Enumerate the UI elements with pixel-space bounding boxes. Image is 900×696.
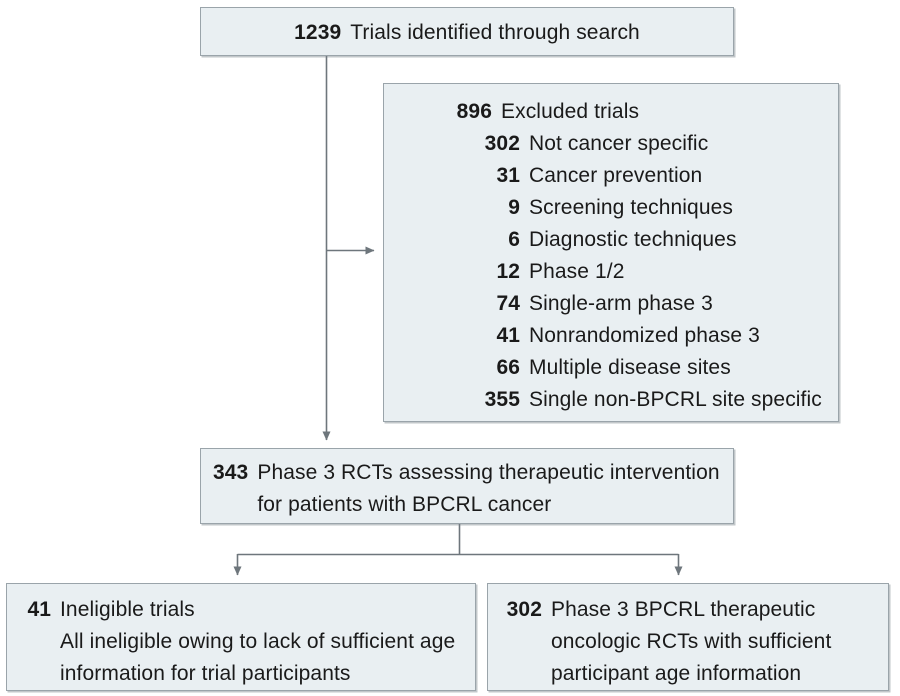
node-excluded-header-row: 896 Excluded trials xyxy=(384,96,838,128)
node-excluded-content: 896 Excluded trials 302 Not cancer speci… xyxy=(384,84,838,416)
node-sufficient-content: 302 Phase 3 BPCRL therapeutic oncologic … xyxy=(488,584,888,690)
node-sufficient-row: 302 Phase 3 BPCRL therapeutic oncologic … xyxy=(500,594,888,690)
node-identified-row: 1239 Trials identified through search xyxy=(201,8,733,57)
excluded-reason-label: Single-arm phase 3 xyxy=(529,292,713,315)
node-identified-label: Trials identified through search xyxy=(350,21,640,44)
excluded-reason-label: Single non-BPCRL site specific xyxy=(529,388,822,411)
node-sufficient-count: 302 xyxy=(506,598,542,621)
node-rcts-content: 343 Phase 3 RCTs assessing therapeutic i… xyxy=(201,449,733,521)
node-ineligible-count: 41 xyxy=(27,598,51,621)
excluded-reason-row: 9 Screening techniques xyxy=(384,192,838,224)
excluded-reason-count: 9 xyxy=(508,196,520,219)
excluded-reason-label: Not cancer specific xyxy=(529,132,709,155)
excluded-reason-count: 41 xyxy=(496,324,520,347)
excluded-reason-label: Phase 1/2 xyxy=(529,260,625,283)
node-excluded-trials: 896 Excluded trials 302 Not cancer speci… xyxy=(383,83,839,422)
node-ineligible-title: Ineligible trials xyxy=(60,598,195,621)
excluded-reason-row: 41 Nonrandomized phase 3 xyxy=(384,320,838,352)
excluded-reason-row: 302 Not cancer specific xyxy=(384,128,838,160)
excluded-reason-count: 302 xyxy=(484,132,520,155)
node-excluded-count: 896 xyxy=(456,100,492,123)
excluded-reason-label: Diagnostic techniques xyxy=(529,228,737,251)
node-trials-identified: 1239 Trials identified through search xyxy=(200,7,734,56)
excluded-reason-row: 12 Phase 1/2 xyxy=(384,256,838,288)
excluded-reason-label: Cancer prevention xyxy=(529,164,703,187)
excluded-reason-label: Screening techniques xyxy=(529,196,733,219)
node-identified-count: 1239 xyxy=(294,21,342,44)
excluded-reason-row: 74 Single-arm phase 3 xyxy=(384,288,838,320)
node-excluded-label: Excluded trials xyxy=(501,100,640,123)
excluded-reason-row: 6 Diagnostic techniques xyxy=(384,224,838,256)
node-rcts-row: 343 Phase 3 RCTs assessing therapeutic i… xyxy=(213,457,733,521)
excluded-reason-label: Multiple disease sites xyxy=(529,356,731,379)
excluded-reason-row: 31 Cancer prevention xyxy=(384,160,838,192)
excluded-reason-count: 74 xyxy=(496,292,520,315)
excluded-reason-count: 31 xyxy=(496,164,520,187)
excluded-reason-count: 66 xyxy=(496,356,520,379)
excluded-reason-count: 6 xyxy=(508,228,520,251)
excluded-reason-label: Nonrandomized phase 3 xyxy=(529,324,760,347)
excluded-reason-count: 12 xyxy=(496,260,520,283)
node-rcts-label: Phase 3 RCTs assessing therapeutic inter… xyxy=(257,461,720,516)
node-included-rcts: 343 Phase 3 RCTs assessing therapeutic i… xyxy=(200,448,734,524)
excluded-reason-count: 355 xyxy=(484,388,520,411)
node-sufficient-label: Phase 3 BPCRL therapeutic oncologic RCTs… xyxy=(551,598,832,685)
excluded-reason-row: 66 Multiple disease sites xyxy=(384,352,838,384)
node-sufficient-age-info: 302 Phase 3 BPCRL therapeutic oncologic … xyxy=(487,583,889,691)
excluded-reason-row: 355 Single non-BPCRL site specific xyxy=(384,384,838,416)
node-ineligible-detail: All ineligible owing to lack of sufficie… xyxy=(60,630,456,685)
node-rcts-count: 343 xyxy=(213,461,249,484)
